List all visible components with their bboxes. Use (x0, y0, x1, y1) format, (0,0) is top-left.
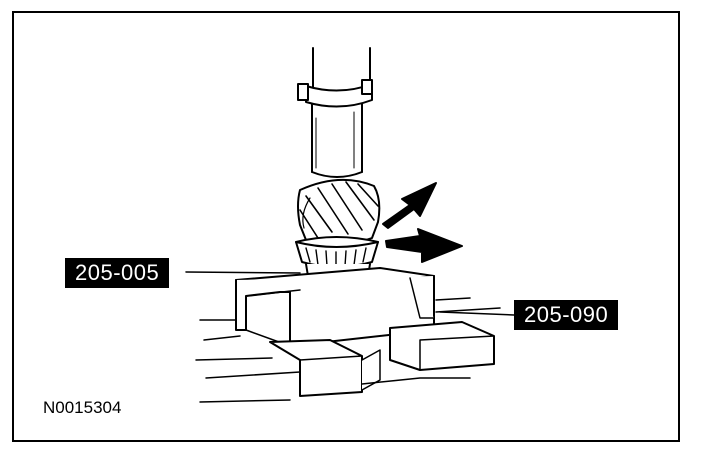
pinion-gear (297, 178, 381, 246)
press-shaft (297, 47, 373, 178)
press-bed (195, 297, 501, 403)
support-blocks-205-090 (269, 321, 495, 397)
callout-205-005: 205-005 (65, 258, 170, 288)
callout-205-090: 205-090 (514, 300, 619, 330)
arrows (382, 182, 463, 263)
figure-id: N0015304 (43, 398, 122, 417)
leader-lines (185, 271, 515, 316)
support-tool-205-005 (235, 267, 435, 347)
